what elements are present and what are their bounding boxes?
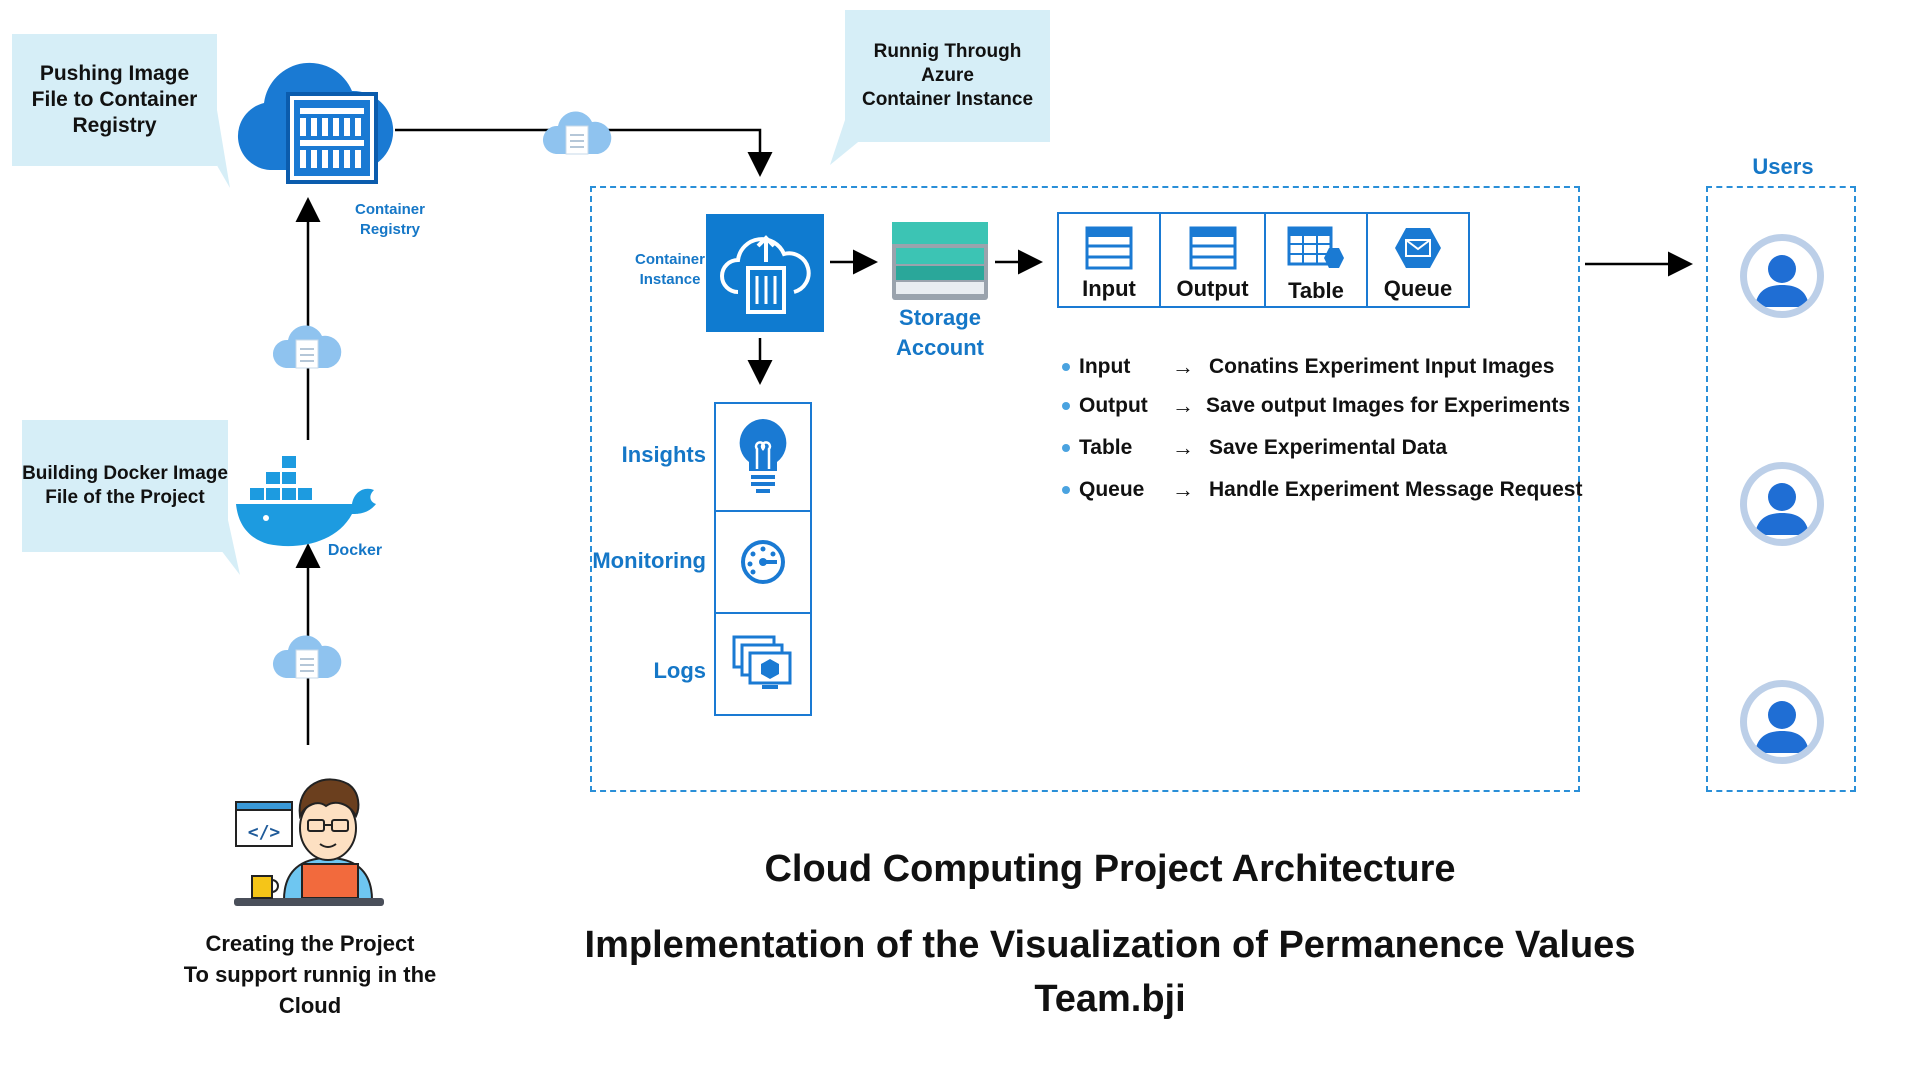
docker-icon [236, 456, 376, 547]
container-instance-icon [706, 214, 824, 332]
container-instance-label: Container Instance [634, 251, 705, 289]
callout-tail [198, 520, 240, 575]
bullet-dot [1062, 363, 1070, 371]
storage-tile-label: Table [1288, 278, 1344, 303]
legend-row-output: Output → Save output Images for Experime… [1062, 391, 1570, 421]
legend-row-table: Table → Save Experimental Data [1062, 433, 1562, 463]
insights-tile [714, 402, 812, 512]
cloud-file-icon [272, 635, 342, 679]
users-boundary [1706, 186, 1856, 792]
legend-arrow: → [1172, 354, 1194, 379]
legend-desc: Save output Images for Experiments [1206, 394, 1571, 417]
callout-tail [830, 120, 885, 165]
legend-arrow: → [1172, 393, 1194, 418]
user-avatar [1740, 234, 1824, 318]
logs-tile [714, 612, 812, 716]
monitoring-label: Monitoring [592, 548, 706, 573]
legend-desc: Handle Experiment Message Request [1209, 478, 1583, 501]
legend-desc: Save Experimental Data [1209, 436, 1448, 459]
insights-label: Insights [621, 442, 706, 467]
logs-icon [732, 635, 792, 689]
user-avatar [1740, 680, 1824, 764]
storage-account-icon [892, 222, 988, 300]
users-label: Users [1752, 154, 1814, 179]
callout-tail [185, 110, 230, 188]
callout-push-image: Pushing Image File to Container Registry [12, 34, 217, 166]
storage-tile-label: Queue [1383, 276, 1453, 301]
table-icon [1085, 226, 1133, 270]
legend-name: Queue [1079, 478, 1145, 501]
storage-tile-output: Output [1159, 212, 1266, 308]
cloud-file-icon [272, 325, 342, 369]
legend-arrow: → [1172, 435, 1194, 460]
gauge-icon [741, 540, 785, 584]
storage-tile-queue: Queue [1366, 212, 1470, 308]
queue-icon [1395, 228, 1441, 268]
docker-label: Docker [327, 542, 383, 559]
bullet-dot [1062, 402, 1070, 410]
table-hex-icon [1287, 226, 1344, 268]
user-avatar [1740, 462, 1824, 546]
legend-arrow: → [1172, 477, 1194, 502]
page-title: Cloud Computing Project Architecture [764, 848, 1456, 890]
storage-account-label: Storage Account [896, 305, 984, 360]
creating-project-label: Creating the Project To support runnig i… [183, 931, 437, 1019]
storage-tile-table: Table [1264, 212, 1368, 308]
storage-tile-input: Input [1057, 212, 1161, 308]
team-name: Team.bji [1034, 978, 1186, 1020]
legend-name: Output [1079, 394, 1148, 417]
monitoring-tile [714, 510, 812, 614]
bullet-dot [1062, 486, 1070, 494]
container-registry-icon [237, 62, 394, 184]
legend-name: Table [1079, 436, 1133, 459]
logs-label: Logs [653, 658, 706, 683]
storage-tile-label: Input [1082, 276, 1136, 301]
lightbulb-icon [739, 419, 787, 493]
svg-text:</>: </> [248, 822, 281, 843]
developer-illustration: </> [234, 778, 384, 906]
page-subtitle: Implementation of the Visualization of P… [584, 924, 1636, 966]
table-icon [1189, 226, 1236, 270]
legend-name: Input [1079, 355, 1131, 378]
storage-tile-label: Output [1176, 276, 1249, 301]
azure-container-boundary [590, 186, 1580, 792]
container-registry-label: Container Registry [354, 201, 425, 239]
callout-docker-build: Building Docker Image File of the Projec… [22, 420, 228, 552]
legend-desc: Conatins Experiment Input Images [1209, 355, 1555, 378]
legend-row-input: Input → Conatins Experiment Input Images [1062, 352, 1562, 382]
bullet-dot [1062, 444, 1070, 452]
legend-row-queue: Queue → Handle Experiment Message Reques… [1062, 475, 1582, 505]
cloud-file-icon [542, 111, 612, 155]
